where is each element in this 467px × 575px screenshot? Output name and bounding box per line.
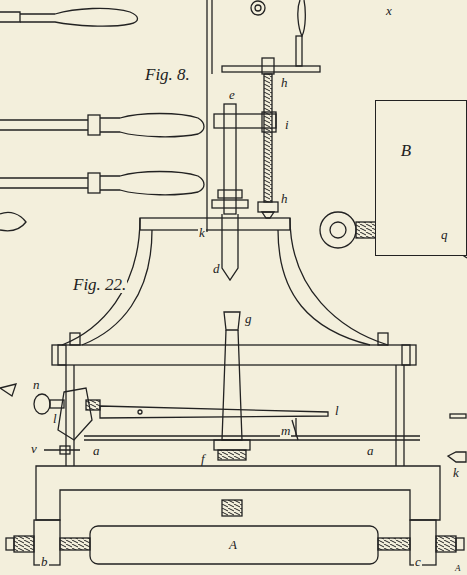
part-letter: m [280, 424, 291, 437]
part-letter: d [212, 262, 221, 275]
part-letter: h [280, 76, 289, 89]
tool-handles [0, 8, 204, 396]
part-letter: a [92, 444, 101, 457]
part-letter: x [385, 4, 393, 17]
part-letter: i [284, 118, 290, 131]
part-letter: n [32, 378, 41, 391]
part-letter: B [401, 141, 411, 161]
figure-title: Fig. 8. [144, 66, 191, 83]
part-letter: b [40, 555, 49, 568]
part-letter: v [30, 442, 38, 455]
part-letter: A [228, 538, 238, 551]
part-letter: g [244, 312, 253, 325]
part-letter: c [414, 555, 422, 568]
part-letter: A [454, 564, 462, 573]
part-letter: e [228, 88, 236, 101]
part-letter: k [198, 226, 206, 239]
part-letter: h [280, 192, 289, 205]
figure-8-press [207, 0, 320, 280]
part-letter: f [200, 452, 206, 465]
part-letter: k [452, 466, 460, 479]
figure-title: Fig. 22. [72, 276, 127, 293]
part-letter: a [366, 444, 375, 457]
figure-22-frame [6, 218, 466, 565]
block-outline: B [375, 100, 467, 256]
part-letter: l [52, 412, 58, 425]
part-letter: l [334, 404, 340, 417]
part-letter: q [440, 228, 449, 241]
